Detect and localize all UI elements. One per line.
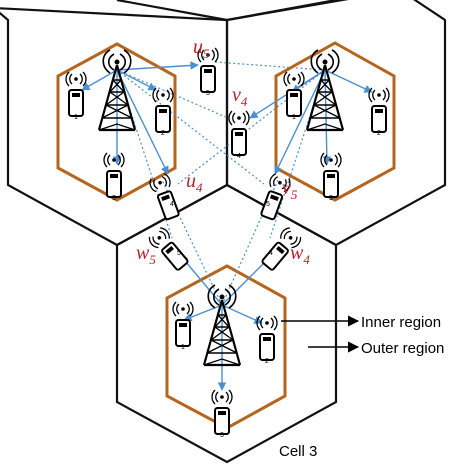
edge-user-v4: 4 bbox=[228, 110, 250, 160]
label-u4: u4 bbox=[186, 170, 203, 195]
edge-user-w4: 4 bbox=[258, 224, 304, 274]
device-number: 5 bbox=[206, 90, 210, 97]
outer-region-label: Outer region bbox=[361, 340, 444, 357]
cell2-inner-region bbox=[274, 41, 396, 202]
cell2-user-3: 3 bbox=[320, 152, 342, 202]
phone-icon bbox=[103, 152, 125, 198]
phone-icon bbox=[283, 71, 305, 117]
cell2-user-2: 2 bbox=[368, 87, 390, 137]
edge-user-v5: 5 bbox=[256, 171, 293, 222]
label-u5: u5 bbox=[193, 36, 210, 61]
cell3-label: Cell 3 bbox=[279, 443, 317, 460]
label-v4: v4 bbox=[232, 84, 248, 109]
phone-icon bbox=[320, 152, 342, 198]
device-number: 1 bbox=[181, 344, 185, 351]
label-v5: v5 bbox=[282, 177, 298, 202]
inner-region-label: Inner region bbox=[361, 314, 441, 331]
phone-icon bbox=[368, 87, 390, 133]
user-labels: u5 v4 u4 v5 w5 w4 bbox=[136, 36, 310, 267]
cell1-user-1: 1 bbox=[65, 71, 87, 121]
device-number: 5 bbox=[266, 201, 270, 208]
phone-icon bbox=[211, 389, 233, 435]
device-number: 4 bbox=[170, 201, 174, 208]
device-number: 3 bbox=[112, 195, 116, 202]
label-w4: w4 bbox=[290, 242, 310, 267]
device-number: 2 bbox=[265, 358, 269, 365]
edge-user-u5: 5 bbox=[197, 47, 219, 97]
edge-user-w5: 5 bbox=[146, 224, 192, 274]
device-number: 5 bbox=[177, 250, 181, 257]
phone-icon bbox=[172, 301, 194, 347]
phone-icon bbox=[228, 110, 250, 156]
device-number: 2 bbox=[377, 130, 381, 137]
cell1-user-3: 3 bbox=[103, 152, 125, 202]
cell2-hexagon bbox=[225, 0, 447, 247]
cell3-user-1: 1 bbox=[172, 301, 194, 351]
cell-boundaries bbox=[0, 0, 447, 464]
device-number: 1 bbox=[292, 114, 296, 121]
device-number: 3 bbox=[329, 195, 333, 202]
device-number: 3 bbox=[220, 432, 224, 439]
cell1-user-2: 2 bbox=[152, 87, 174, 137]
phone-icon bbox=[152, 87, 174, 133]
cell3-user-2: 2 bbox=[256, 315, 278, 365]
device-number: 2 bbox=[161, 130, 165, 137]
device-number: 4 bbox=[237, 153, 241, 160]
cell3-user-3: 3 bbox=[211, 389, 233, 439]
phone-icon bbox=[65, 71, 87, 117]
device-number: 1 bbox=[74, 114, 78, 121]
cell2-user-1: 1 bbox=[283, 71, 305, 121]
edge-user-u4: 4 bbox=[147, 171, 184, 222]
cell1-inner-region bbox=[56, 42, 177, 202]
label-w5: w5 bbox=[136, 242, 156, 267]
cell3-hexagon bbox=[115, 183, 338, 464]
device-number: 4 bbox=[269, 250, 273, 257]
